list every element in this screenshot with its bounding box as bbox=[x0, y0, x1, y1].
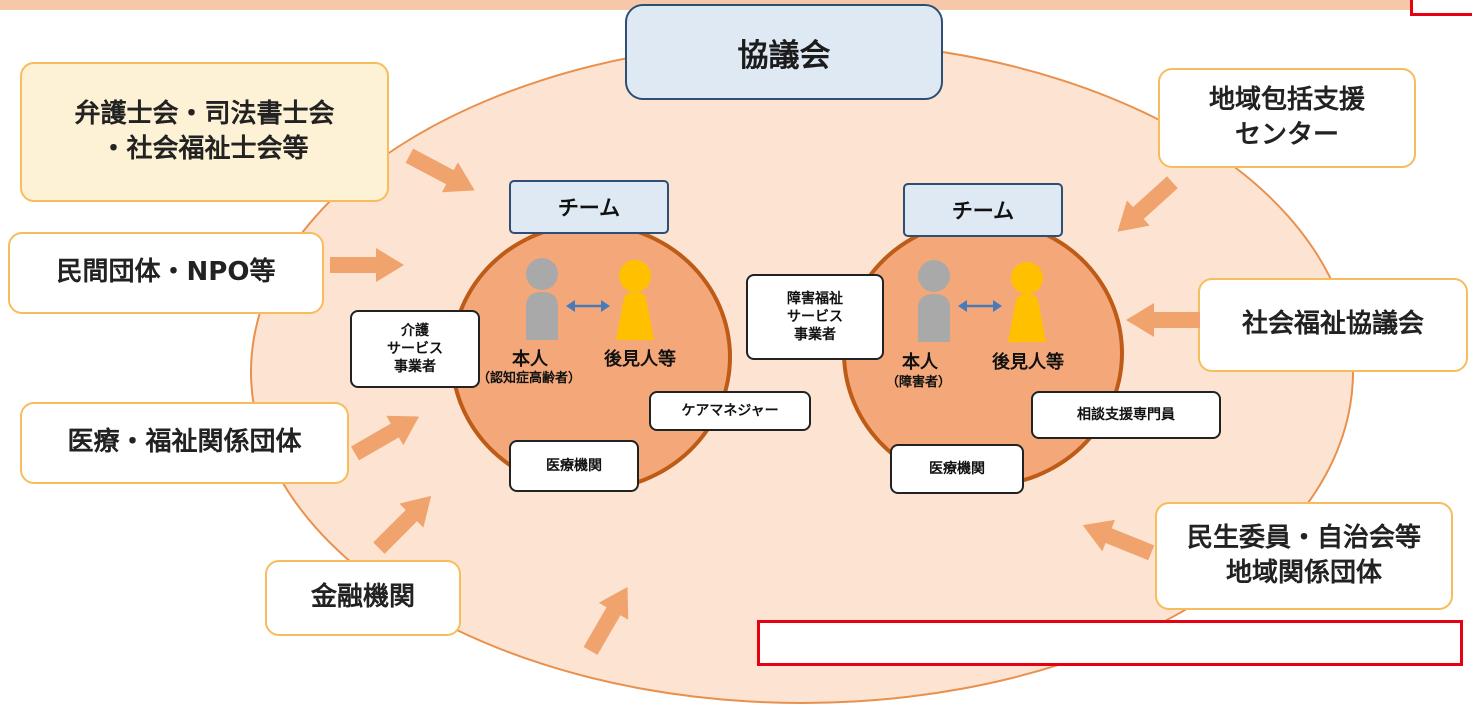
guardian-icon bbox=[616, 260, 654, 340]
care-manager-box: ケアマネジャー bbox=[649, 391, 811, 431]
guardian-label: 後見人等 bbox=[992, 352, 1064, 373]
team-label-left: チーム bbox=[509, 180, 669, 234]
org-community: 民生委員・自治会等 地域関係団体 bbox=[1155, 502, 1453, 610]
org-medical-welfare: 医療・福祉関係団体 bbox=[20, 402, 349, 484]
medical-institution-box-left: 医療機関 bbox=[509, 440, 639, 492]
council-box: 協議会 bbox=[625, 4, 943, 100]
red-frame-bottom bbox=[757, 620, 1463, 666]
org-npo: 民間団体・NPO等 bbox=[8, 232, 324, 314]
team-label-right: チーム bbox=[903, 183, 1063, 237]
arrow-icon bbox=[1117, 176, 1178, 232]
medical-institution-box-right: 医療機関 bbox=[890, 444, 1024, 494]
org-finance: 金融機関 bbox=[265, 560, 461, 636]
arrow-icon bbox=[330, 248, 404, 282]
person-icon bbox=[526, 258, 558, 340]
person-note: （障害者） bbox=[886, 375, 952, 390]
person-label: 本人 bbox=[902, 352, 938, 373]
arrow-icon bbox=[1082, 519, 1155, 561]
person-label: 本人 bbox=[512, 349, 548, 370]
guardian-icon bbox=[1008, 262, 1046, 342]
consultant-box: 相談支援専門員 bbox=[1031, 391, 1221, 439]
care-service-box: 介護 サービス 事業者 bbox=[350, 310, 480, 388]
guardian-label: 後見人等 bbox=[604, 349, 676, 370]
double-arrow-icon bbox=[958, 300, 1002, 312]
red-frame-top bbox=[1410, 0, 1472, 16]
arrow-icon bbox=[350, 415, 420, 461]
org-lawyers: 弁護士会・司法書士会 ・社会福祉士会等 bbox=[20, 62, 389, 202]
person-note: （認知症高齢者） bbox=[477, 371, 582, 386]
arrow-icon bbox=[405, 148, 475, 193]
org-social-welfare: 社会福祉協議会 bbox=[1198, 278, 1468, 372]
person-icon bbox=[918, 260, 950, 342]
double-arrow-icon bbox=[566, 300, 610, 312]
team-circle-disabled bbox=[842, 218, 1124, 488]
arrow-icon bbox=[373, 495, 432, 554]
arrow-icon bbox=[1126, 303, 1200, 337]
disability-service-box: 障害福祉 サービス 事業者 bbox=[746, 274, 884, 360]
org-regional-center: 地域包括支援 センター bbox=[1158, 68, 1416, 168]
